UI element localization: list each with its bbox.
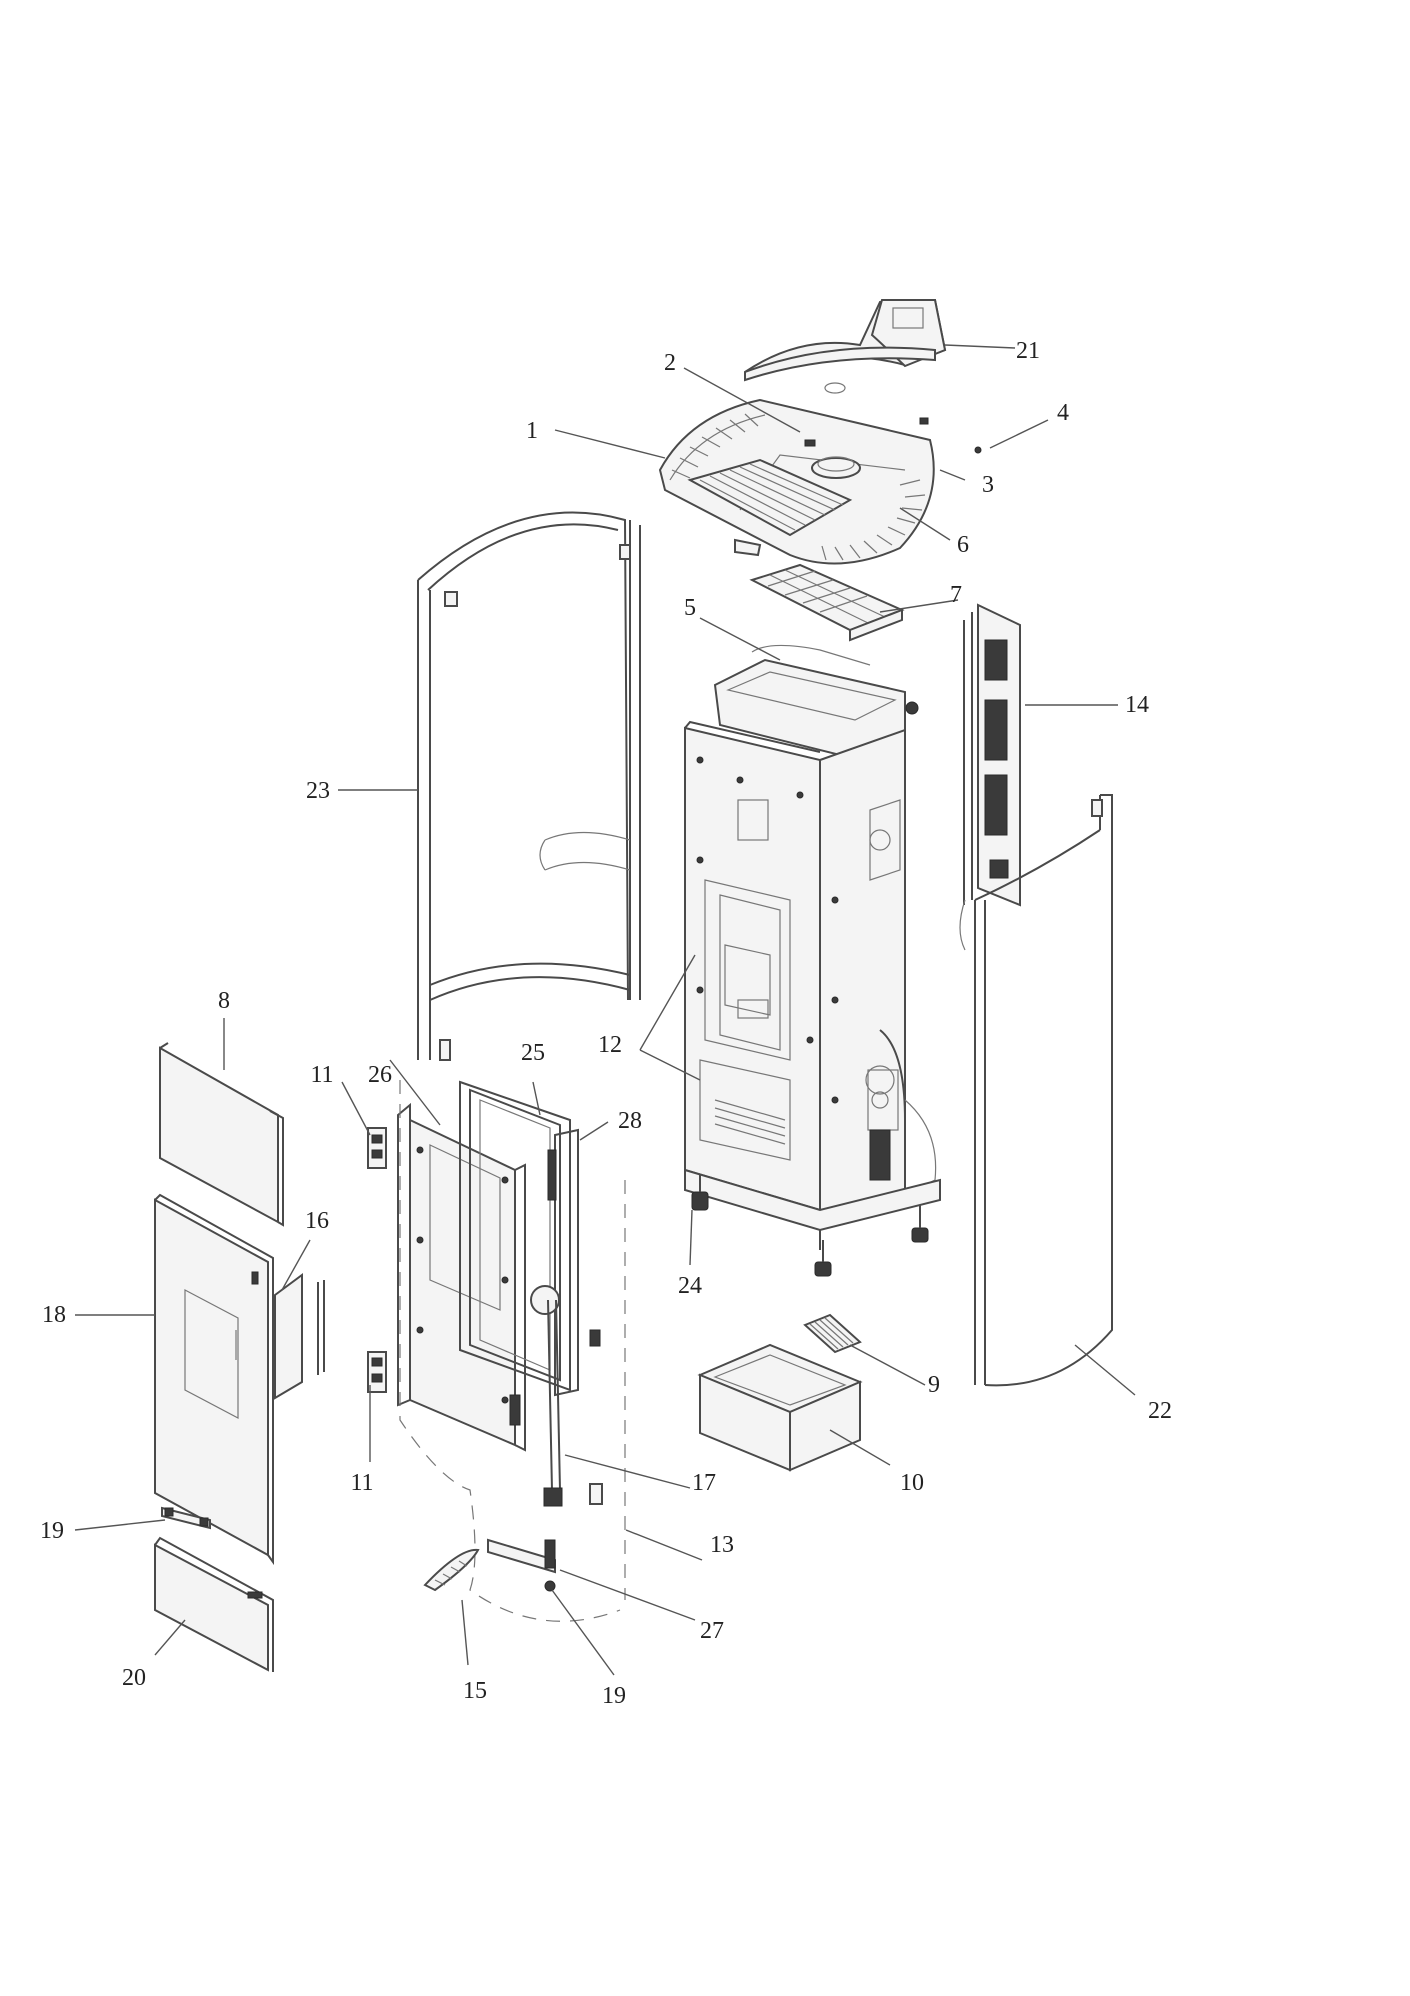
callout-21: 21: [1016, 338, 1040, 364]
callout-12: 12: [598, 1032, 622, 1058]
callout-13: 13: [710, 1532, 734, 1558]
vent-grille: [803, 1313, 862, 1354]
rear-vent-strip: [963, 603, 1021, 907]
door-glass: [274, 1273, 325, 1400]
callout-27: 27: [700, 1618, 724, 1644]
callout-4: 4: [1057, 400, 1069, 426]
right-side-panel: [959, 794, 1113, 1387]
door-handle: [423, 1548, 480, 1592]
stove-body: [684, 644, 941, 1277]
callout-24: 24: [678, 1273, 702, 1299]
door-frames: [397, 1080, 601, 1452]
callout-28: 28: [618, 1108, 642, 1134]
callout-6: 6: [957, 532, 969, 558]
callout-22: 22: [1148, 1398, 1172, 1424]
callout-10: 10: [900, 1470, 924, 1496]
lever: [487, 1538, 556, 1592]
callout-19-right: 19: [602, 1683, 626, 1709]
hinges: [367, 1127, 387, 1393]
top-cover-plate: [744, 298, 947, 394]
lower-front-panel: [154, 1506, 274, 1672]
callout-16: 16: [305, 1208, 329, 1234]
rod: [543, 1299, 603, 1507]
filter-grid: [749, 563, 905, 642]
front-door-panel: [154, 1193, 274, 1566]
callout-1: 1: [526, 418, 538, 444]
callout-9: 9: [928, 1372, 940, 1398]
callout-23: 23: [306, 778, 330, 804]
top-grille: [658, 398, 982, 565]
callout-18: 18: [42, 1302, 66, 1328]
left-side-panel: [417, 511, 641, 1061]
upper-front-panel: [159, 1042, 284, 1227]
callout-5: 5: [684, 595, 696, 621]
callout-19-left: 19: [40, 1518, 64, 1544]
callout-25: 25: [521, 1040, 545, 1066]
callout-15: 15: [463, 1678, 487, 1704]
callout-20: 20: [122, 1665, 146, 1691]
callout-11-lower: 11: [350, 1470, 373, 1496]
callout-2: 2: [664, 350, 676, 376]
callout-17: 17: [692, 1470, 716, 1496]
leader-lines: [74, 344, 1136, 1676]
callout-26: 26: [368, 1062, 392, 1088]
callout-8: 8: [218, 988, 230, 1014]
callout-14: 14: [1125, 692, 1149, 718]
callout-3: 3: [982, 472, 994, 498]
ash-drawer: [697, 1343, 863, 1472]
callout-labels: 1 2 3 4 5 6 7 8 9 10 11 11 12 13 14 15 1…: [40, 338, 1172, 1709]
callout-11-upper: 11: [310, 1062, 333, 1088]
callout-7: 7: [950, 582, 962, 608]
